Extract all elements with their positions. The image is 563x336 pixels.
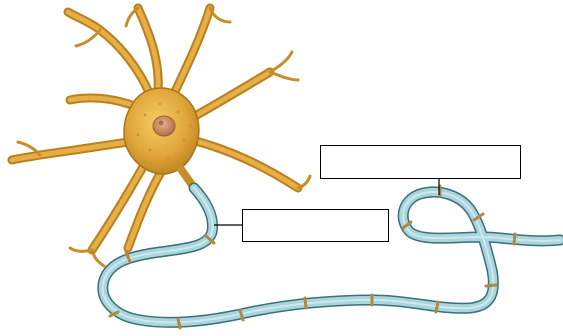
nucleus bbox=[153, 116, 175, 136]
label-box-upper[interactable] bbox=[320, 145, 521, 179]
label-box-lower[interactable] bbox=[242, 209, 389, 242]
